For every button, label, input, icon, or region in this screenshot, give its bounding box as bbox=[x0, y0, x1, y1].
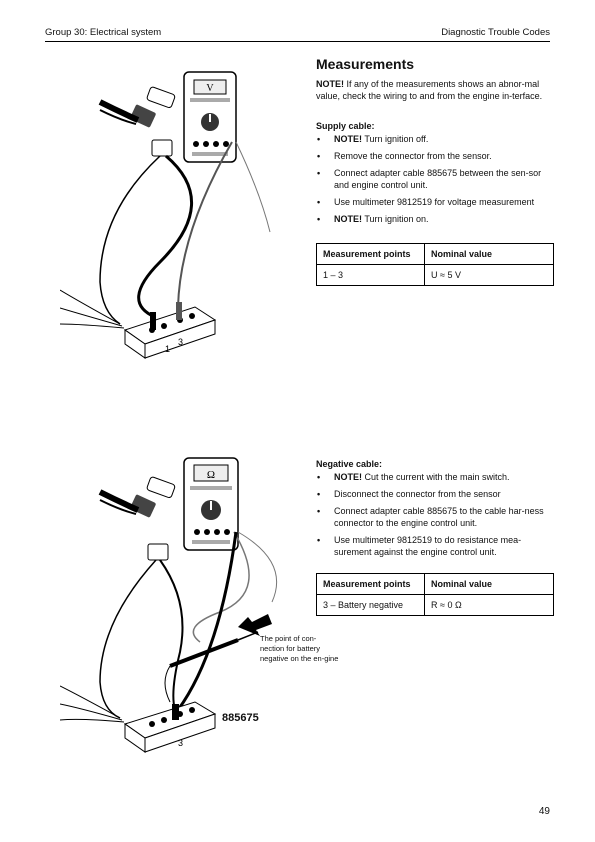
list-item: •Use multimeter 9812519 to do resistance… bbox=[317, 535, 522, 557]
bullet-icon: • bbox=[317, 472, 321, 482]
section-title: Measurements bbox=[316, 56, 415, 72]
supply-steps: •NOTE! Turn ignition off. •Remove the con… bbox=[316, 133, 554, 225]
list-item: •NOTE! Turn ignition on. bbox=[317, 214, 429, 224]
table-row: 1 – 3 U ≈ 5 V bbox=[316, 264, 554, 286]
multimeter-2: Ω bbox=[183, 457, 239, 551]
table-header: Measurement points bbox=[316, 573, 425, 595]
list-item: •Disconnect the connector from the senso… bbox=[317, 489, 501, 499]
table-cell: R ≈ 0 Ω bbox=[424, 594, 554, 616]
supply-table: Measurement points Nominal value 1 – 3 U… bbox=[316, 243, 554, 286]
pin-label-3: 3 bbox=[178, 337, 183, 347]
bullet-icon: • bbox=[317, 214, 321, 224]
table-header: Nominal value bbox=[424, 573, 554, 595]
page-number: 49 bbox=[538, 806, 550, 817]
note-paragraph: NOTE! If any of the measurements shows a… bbox=[316, 79, 543, 101]
supply-heading: Supply cable: bbox=[316, 121, 375, 131]
list-item: •NOTE! Cut the current with the main swi… bbox=[317, 472, 510, 482]
list-item: •Connect adapter cable 885675 between th… bbox=[317, 168, 542, 190]
bullet-icon: • bbox=[317, 506, 321, 516]
bullet-icon: • bbox=[317, 151, 321, 161]
bullet-icon: • bbox=[317, 535, 321, 545]
negative-table: Measurement points Nominal value 3 – Bat… bbox=[316, 573, 554, 616]
meter-display-symbol: Ω bbox=[207, 469, 215, 481]
part-number-label: 885675 bbox=[222, 712, 259, 724]
multimeter-1: V bbox=[183, 71, 237, 163]
bullet-icon: • bbox=[317, 489, 321, 499]
negative-heading: Negative cable: bbox=[316, 459, 383, 469]
negative-section: Negative cable: •NOTE! Cut the current w… bbox=[316, 458, 554, 616]
sensor-connector-1 bbox=[98, 86, 176, 157]
list-item: •Use multimeter 9812519 for voltage meas… bbox=[317, 197, 535, 207]
table-row: 3 – Battery negative R ≈ 0 Ω bbox=[316, 594, 554, 616]
table-header: Nominal value bbox=[424, 243, 554, 265]
negative-steps: •NOTE! Cut the current with the main swi… bbox=[316, 471, 554, 558]
sensor-connector-2 bbox=[98, 476, 176, 561]
header-rule bbox=[45, 41, 550, 42]
header-chapter: Group 30: Electrical system bbox=[45, 27, 162, 38]
bullet-icon: • bbox=[317, 168, 321, 178]
meter-display-symbol: V bbox=[206, 83, 214, 94]
measurements-section: Measurements NOTE! If any of the measure… bbox=[316, 56, 554, 286]
adapter-box-2: 3 bbox=[123, 701, 217, 753]
adapter-box-1: 1 3 bbox=[123, 302, 217, 359]
table-cell: 3 – Battery negative bbox=[316, 594, 425, 616]
figure-negative-measurement: Ω 3 bbox=[60, 457, 277, 753]
pin-label-1: 1 bbox=[165, 344, 170, 354]
arrow-icon bbox=[238, 614, 272, 636]
list-item: •Remove the connector from the sensor. bbox=[317, 151, 492, 161]
pin-label-3: 3 bbox=[178, 738, 183, 748]
bullet-icon: • bbox=[317, 134, 321, 144]
table-cell: U ≈ 5 V bbox=[424, 264, 554, 286]
figure-caption: The point of con-nection for battery neg… bbox=[260, 634, 339, 663]
list-item: •Connect adapter cable 885675 to the cab… bbox=[317, 506, 544, 528]
figure-supply-measurement: V 1 3 bbox=[60, 71, 271, 359]
table-cell: 1 – 3 bbox=[316, 264, 425, 286]
list-item: •NOTE! Turn ignition off. bbox=[317, 134, 429, 144]
table-header: Measurement points bbox=[316, 243, 425, 265]
bullet-icon: • bbox=[317, 197, 321, 207]
header-section: Diagnostic Trouble Codes bbox=[441, 27, 550, 38]
